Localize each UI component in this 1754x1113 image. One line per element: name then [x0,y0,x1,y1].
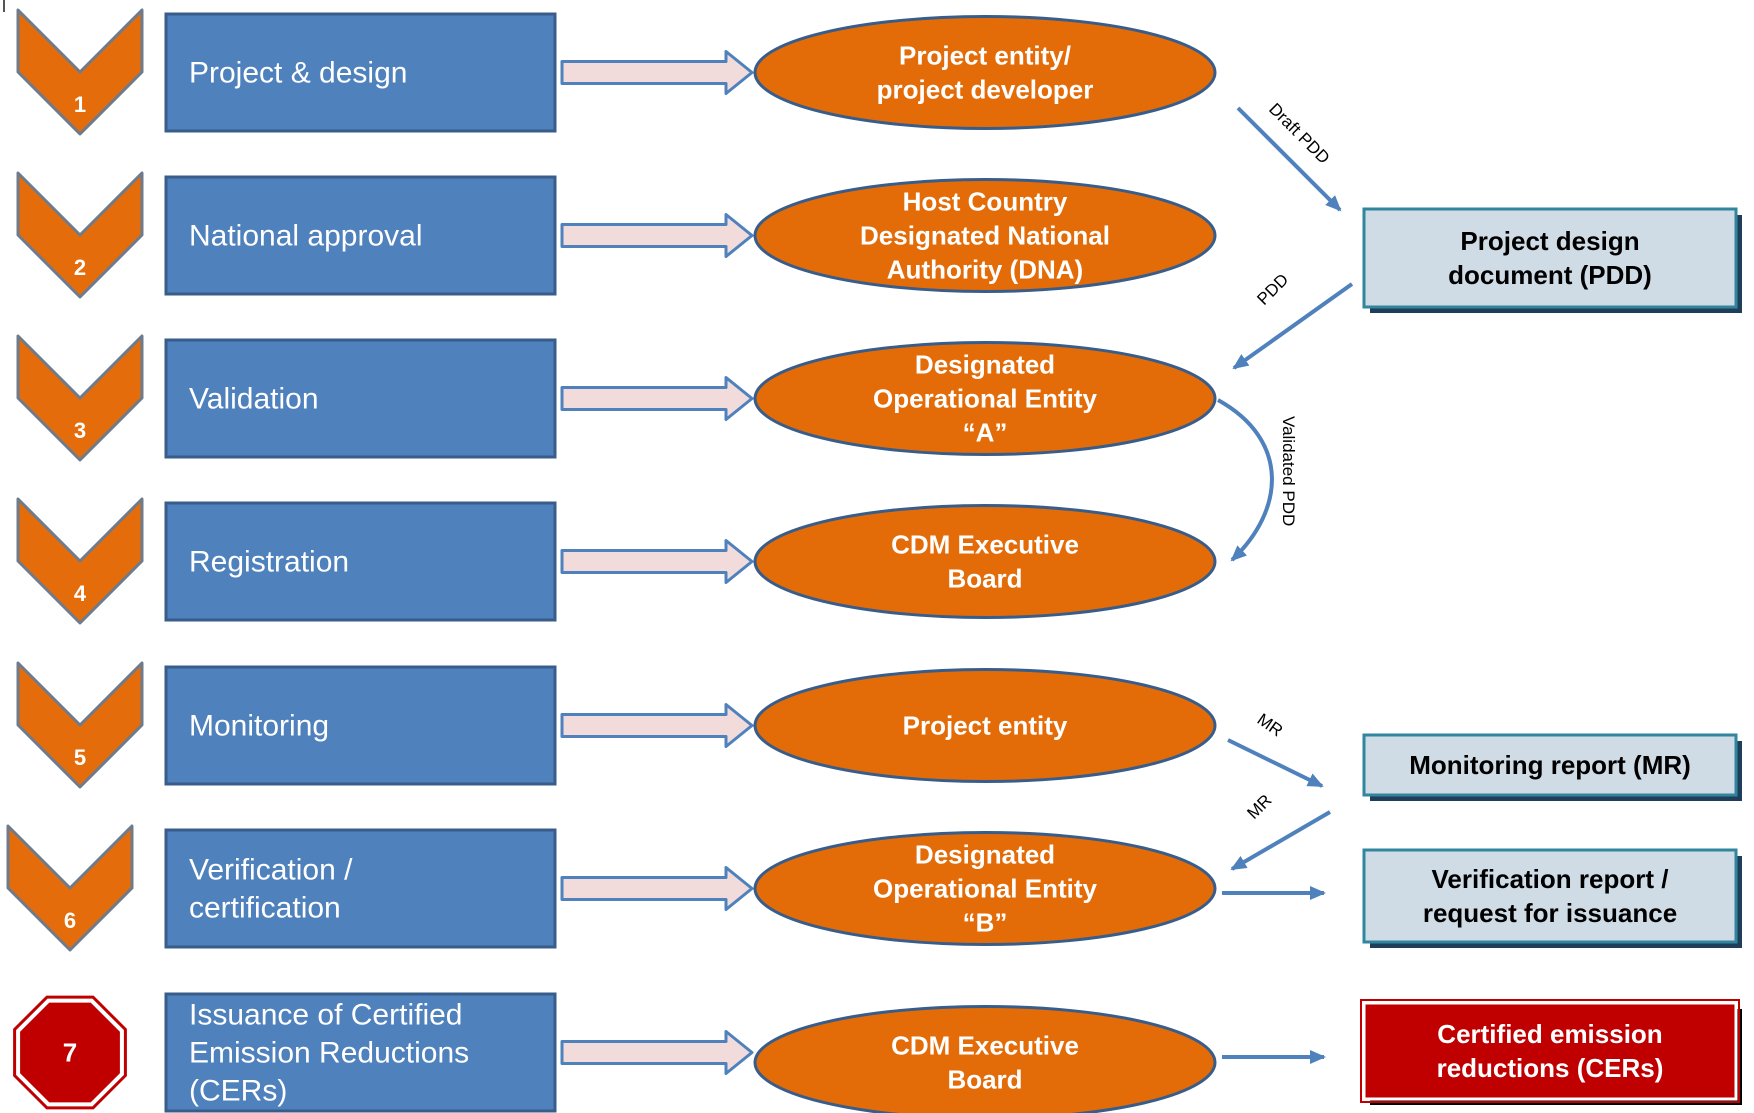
block-arrow [560,539,754,584]
block-arrow [560,1030,754,1075]
step-6-chevron: 6 [6,824,134,952]
step-number: 2 [74,255,86,280]
cers-frame [1360,999,1740,1103]
document-boxes: Project design document (PDD) Monitoring r… [1360,207,1742,1105]
step-label: National approval [189,220,422,253]
entity-label: Designated [915,350,1055,380]
step-3-box: Validation [164,338,557,459]
step-number: 6 [64,908,76,933]
step-label: Emission Reductions [189,1037,469,1070]
step-6-box: Verification / certification [164,828,557,949]
step-number: 4 [74,581,87,606]
entity-ellipse: Project entity [753,668,1217,783]
entity-label: Project entity/ [899,41,1071,71]
step-label: Project & design [189,57,407,90]
verification-document-box-text: Verification report / [1432,864,1669,894]
pdd-document-box: Project design document (PDD) [1362,207,1742,313]
step-5-chevron: 5 [16,661,144,789]
validated-pdd-label: Validated PDD [1279,416,1298,526]
entity-label: Board [947,564,1022,594]
step-number: 3 [74,418,86,443]
mr-out-arrow [1227,738,1324,788]
step-label: certification [189,892,341,925]
step-7-stop-sign: 7 [13,995,127,1110]
entity-label: “B” [963,908,1008,938]
block-arrow [560,376,754,421]
step-label: Issuance of Certified [189,999,462,1032]
step-number: 7 [63,1038,77,1068]
step-chevrons: 1 2 3 4 5 6 [6,8,144,952]
step-5-box: Monitoring [164,665,557,786]
pdd-label: PDD [1253,270,1292,309]
entity-label: Host Country [903,187,1068,217]
step-1-box: Project & design [164,12,557,133]
block-arrows [560,50,754,1075]
step-label: Registration [189,546,349,579]
mr-in-label: MR [1243,791,1275,823]
step-number: 1 [74,92,86,117]
pdd-document-box-text: document (PDD) [1448,260,1652,290]
connector-arrows [1217,106,1354,1064]
step-label: Validation [189,383,319,416]
entity-label: CDM Executive [891,1031,1079,1061]
entity-label: “A” [963,418,1008,448]
block-arrow [560,50,754,95]
step-label: (CERs) [189,1075,287,1108]
validated-pdd-arrow [1217,398,1274,562]
step-number: 5 [74,745,86,770]
entity-label: Project entity [903,711,1068,741]
pdd-document-box-text: Project design [1460,226,1639,256]
step-1-chevron: 1 [16,8,144,136]
mr-in-arrow [1230,810,1332,871]
step-label: Verification / [189,854,353,887]
mr-document-box-text: Monitoring report (MR) [1409,750,1691,780]
entity-label: project developer [877,75,1094,105]
entity-label: CDM Executive [891,530,1079,560]
cers-document-box-text: reductions (CERs) [1437,1053,1664,1083]
entity-label: Designated National [860,221,1110,251]
entity-ellipse: Project entity/project developer [753,15,1217,130]
block-arrow [560,703,754,748]
verification-document-box-text: request for issuance [1423,898,1677,928]
entity-label: Operational Entity [873,384,1097,414]
step-4-box: Registration [164,501,557,622]
step-label: Monitoring [189,710,329,743]
step-3-chevron: 3 [16,334,144,462]
step-2-box: National approval [164,175,557,296]
step-2-chevron: 2 [16,171,144,299]
step-4-chevron: 4 [16,497,144,625]
verification-document-box: Verification report / request for issuanc… [1362,848,1742,948]
mr-out-label: MR [1254,710,1287,741]
entity-label: Designated [915,840,1055,870]
entity-label: Authority (DNA) [887,255,1083,285]
stop-sign-icon: 7 [13,995,127,1110]
entity-label: Operational Entity [873,874,1097,904]
block-arrow [560,213,754,258]
cers-document-box-text: Certified emission [1437,1019,1662,1049]
block-arrow [560,866,754,911]
mr-document-box: Monitoring report (MR) [1362,733,1742,801]
draft-pdd-arrow [1236,106,1342,212]
cers-document-box: Certified emission reductions (CERs) [1362,1001,1742,1105]
draft-pdd-label: Draft PDD [1265,99,1333,167]
pdd-arrow [1232,282,1354,370]
entity-label: Board [947,1065,1022,1095]
